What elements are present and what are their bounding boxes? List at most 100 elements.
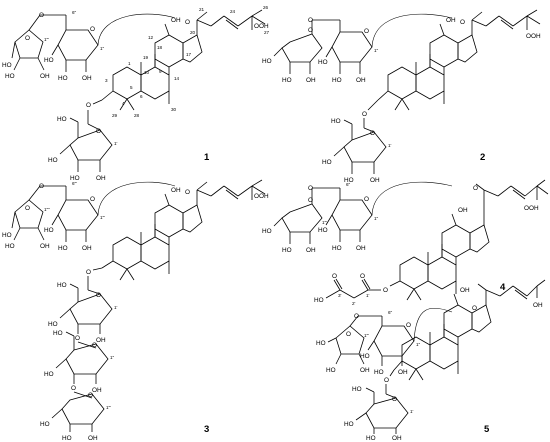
compound-number-1: 1: [204, 152, 210, 163]
label-ho: HO: [332, 245, 342, 252]
label-oh: OH: [82, 245, 92, 252]
label-ho: HO: [48, 321, 58, 328]
label-ho: HO: [366, 435, 376, 442]
pos-1p: 1': [410, 409, 414, 414]
label-ho: HO: [44, 371, 54, 378]
pos-1ppp: 1''': [322, 220, 327, 225]
pos-20: 20: [190, 30, 196, 35]
ring-oxygen: O: [96, 292, 101, 299]
label-ho: HO: [44, 227, 54, 234]
compound-number-4: 4: [500, 282, 506, 293]
label-oh: OH: [458, 207, 468, 214]
label-ho: HO: [58, 75, 68, 82]
c1-arabinofuranose: O HO HO OH 1''': [2, 14, 50, 80]
c5-glucose-inner: O O HO HO OH 6'' 1'': [354, 310, 420, 376]
label-oh: OH: [96, 175, 106, 182]
pos-29: 29: [112, 113, 118, 118]
label-ho: HO: [344, 421, 354, 428]
c5-aglycone: OH O OH: [393, 279, 546, 381]
label-ho: HO: [2, 232, 12, 239]
label-oh: OH: [460, 287, 470, 294]
label-ho: HO: [332, 77, 342, 84]
label-oh: OH: [40, 243, 50, 250]
pos-1pp: 1'': [374, 48, 378, 53]
ester-oxygen: O: [383, 287, 388, 294]
c2-xylose: O HO HO OH: [262, 20, 323, 84]
label-oh: OH: [96, 337, 106, 344]
label-ho: HO: [44, 57, 54, 64]
label-oh: OH: [88, 435, 98, 442]
label-oh: OH: [446, 17, 456, 24]
pos-1p: 1': [114, 305, 118, 310]
label-oh: OH: [533, 302, 543, 309]
pos-1p: 1': [388, 143, 392, 148]
c1-glucose-inner: O O HO HO OH 6'' 1'': [39, 10, 104, 82]
ring-oxygen: O: [308, 197, 313, 204]
c3-xylose: O HO HO OH 1''': [40, 391, 111, 442]
label-ho: HO: [318, 59, 328, 66]
pos-18: 18: [157, 45, 163, 50]
label-ooh: OOH: [524, 205, 539, 212]
label-oh: OH: [398, 369, 408, 376]
pos-3: 3: [105, 78, 108, 83]
linkage-arc: [413, 307, 453, 342]
label-ho: HO: [5, 73, 15, 80]
ring-oxygen: O: [346, 331, 351, 338]
c3-glucose-1: O HO O HO OH 1' O: [48, 267, 118, 344]
pos-6pp: 6'': [388, 310, 392, 315]
label-ho: HO: [344, 177, 354, 184]
pos-1ppp: 1''': [106, 405, 111, 410]
carbonyl-oxygen: O: [332, 273, 337, 280]
label-ho: HO: [331, 118, 341, 125]
c1-glucose-c3: O HO O HO HO OH 1': [48, 99, 118, 182]
pos-3p: 3': [338, 293, 342, 298]
glycosidic-oxygen: O: [308, 17, 313, 24]
c20-oxygen: O: [460, 19, 465, 26]
ring-oxygen: O: [25, 35, 30, 42]
label-ho: HO: [53, 330, 63, 337]
label-oh: OH: [370, 177, 380, 184]
compound-4: O HO HO OH 1''' O O HO HO OH 6'' 1'': [262, 179, 549, 306]
label-ho: HO: [318, 227, 328, 234]
pos-21: 21: [199, 7, 205, 12]
pos-1pp: 1'': [374, 216, 378, 221]
c3-aglycone: OH O OOH: [101, 179, 269, 281]
c3-oxygen: O: [86, 102, 91, 109]
label-ooh: OOH: [254, 193, 269, 200]
pos-9: 9: [159, 69, 162, 74]
ring-oxygen: O: [308, 27, 313, 34]
c20-oxygen: O: [473, 185, 478, 192]
linkage-arc: [371, 13, 453, 48]
c4-malonyl-group: O O O HO 1' 2' 3': [314, 273, 388, 306]
pos-1p: 1': [366, 293, 370, 298]
linkage-arc: [97, 181, 176, 216]
ring-oxygen: O: [92, 342, 97, 349]
pos-19: 19: [143, 55, 149, 60]
label-oh: OH: [306, 77, 316, 84]
label-ho: HO: [282, 247, 292, 254]
glycosidic-oxygen: O: [354, 313, 359, 320]
c4-aglycone: OH O OOH: [389, 179, 549, 301]
linkage-arc: [97, 13, 176, 46]
compound-number-5: 5: [484, 424, 490, 435]
c3-glucose-2: HO O HO OH 1'' O: [44, 330, 114, 394]
label-oh: OH: [392, 435, 402, 442]
c3-oxygen: O: [384, 377, 389, 384]
label-ho: HO: [262, 228, 272, 235]
label-ho: HO: [314, 297, 324, 304]
label-oh: OH: [82, 75, 92, 82]
c20-oxygen: O: [472, 305, 477, 312]
pos-26: 26: [263, 5, 269, 10]
glycosidic-oxygen: O: [39, 183, 44, 190]
pos-6: 6: [140, 94, 143, 99]
pos-6pp: 6'': [346, 182, 350, 187]
c1-aglycone: OH O OOH 3 4 5 6 1 19 10 9 18 12 14 17 3…: [101, 5, 270, 118]
pos-24: 24: [230, 9, 236, 14]
pos-1: 1: [128, 61, 131, 66]
pos-30: 30: [171, 107, 177, 112]
label-ooh: OOH: [526, 33, 541, 40]
pos-28: 28: [134, 113, 140, 118]
pos-6ppp: 6''': [72, 181, 77, 186]
